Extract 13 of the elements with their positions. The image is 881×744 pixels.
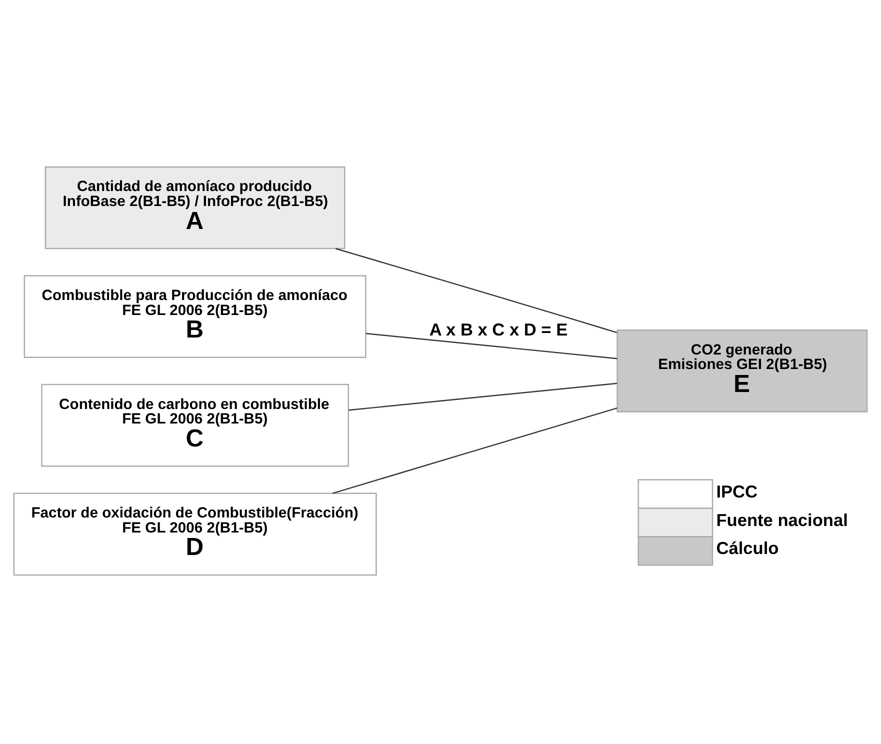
- connector: [348, 382, 618, 410]
- node-box: Cantidad de amoníaco producido InfoBase 2(B1-B5) / InfoProc 2(B1-B5) A: [44, 166, 346, 249]
- legend-label: IPCC: [716, 480, 758, 501]
- node-box: CO2 generado Emisiones GEI 2(B1-B5) E: [616, 329, 868, 412]
- connector: [336, 248, 618, 333]
- node-box: Contenido de carbono en combustible FE GL 2006 2(B1-B5) C: [41, 383, 349, 466]
- legend-label: Fuente nacional: [716, 509, 848, 530]
- connector: [366, 332, 618, 359]
- node-box: Factor de oxidación de Combustible(Fracción) FE GL 2006 2(B1-B5) D: [13, 492, 377, 576]
- legend-label: Cálculo: [716, 538, 779, 558]
- connector: [332, 407, 618, 494]
- edge-label: A x B x C x D = E: [429, 318, 568, 339]
- node-box: Combustible para Producción de amoníaco FE GL 2006 2(B1-B5) B: [24, 274, 366, 358]
